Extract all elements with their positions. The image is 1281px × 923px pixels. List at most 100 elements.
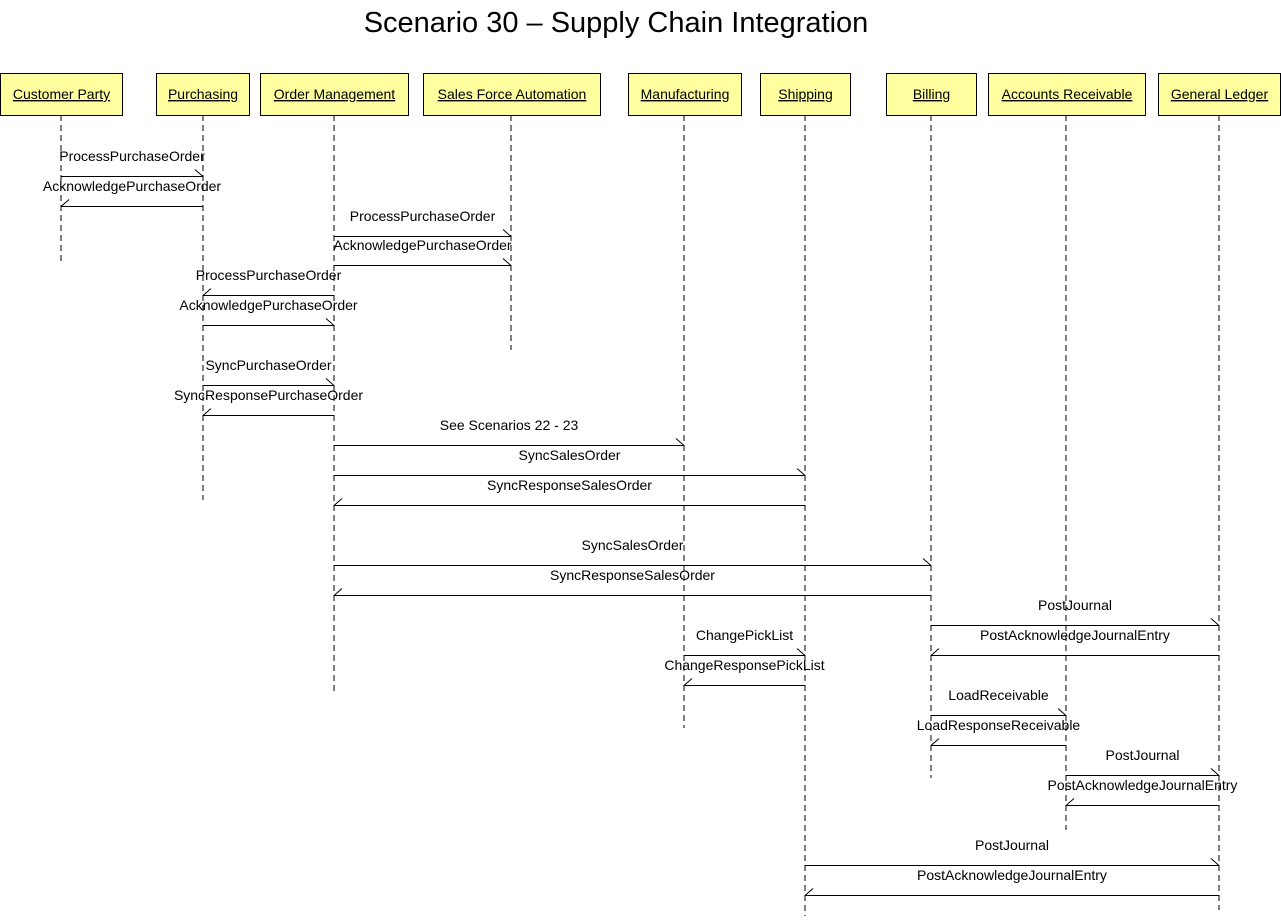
- arrowhead: [1065, 798, 1075, 806]
- message-label: See Scenarios 22 - 23: [440, 417, 579, 433]
- message-label: SyncResponseSalesOrder: [487, 477, 652, 493]
- message: PostAcknowledgeJournalEntry: [1048, 777, 1238, 806]
- message: PostAcknowledgeJournalEntry: [930, 627, 1219, 656]
- message-label: SyncResponseSalesOrder: [550, 567, 715, 583]
- arrowhead: [1210, 858, 1220, 866]
- participant-label: General Ledger: [1171, 86, 1269, 102]
- message: SyncResponseSalesOrder: [333, 567, 931, 596]
- message: ProcessPurchaseOrder: [196, 267, 342, 296]
- arrowhead: [502, 258, 512, 266]
- arrowhead: [502, 229, 512, 237]
- participant-order: Order Management: [260, 73, 409, 116]
- participant-box: [260, 73, 409, 116]
- participant-box: [760, 73, 851, 116]
- message-label: SyncResponsePurchaseOrder: [174, 387, 363, 403]
- message-label: SyncSalesOrder: [519, 447, 621, 463]
- message-label: AcknowledgePurchaseOrder: [333, 237, 512, 253]
- message-label: PostAcknowledgeJournalEntry: [980, 627, 1170, 643]
- arrowhead: [675, 438, 685, 446]
- arrowhead: [1210, 618, 1220, 626]
- arrowhead: [202, 288, 212, 296]
- message: ChangePickList: [684, 627, 806, 656]
- participant-label: Order Management: [274, 86, 396, 102]
- message: PostJournal: [1066, 747, 1220, 776]
- arrowhead: [333, 588, 343, 596]
- messages: ProcessPurchaseOrderAcknowledgePurchaseO…: [43, 148, 1238, 896]
- participant-gl: General Ledger: [1158, 73, 1281, 116]
- message-label: PostJournal: [1106, 747, 1180, 763]
- arrowhead: [683, 678, 693, 686]
- message-label: ProcessPurchaseOrder: [59, 148, 205, 164]
- message: AcknowledgePurchaseOrder: [333, 237, 512, 266]
- arrowhead: [60, 199, 70, 207]
- arrowhead: [325, 318, 335, 326]
- message-label: ProcessPurchaseOrder: [350, 208, 496, 224]
- participant-label: Manufacturing: [641, 86, 730, 102]
- message-label: PostAcknowledgeJournalEntry: [917, 867, 1107, 883]
- message: LoadResponseReceivable: [917, 717, 1080, 746]
- arrowhead: [202, 408, 212, 416]
- participant-box: [1158, 73, 1281, 116]
- message: SyncSalesOrder: [334, 447, 806, 476]
- participant-box: [156, 73, 250, 116]
- message: PostJournal: [931, 597, 1220, 626]
- message-label: PostAcknowledgeJournalEntry: [1048, 777, 1238, 793]
- participant-label: Shipping: [778, 86, 833, 102]
- lifelines: [60, 115, 1220, 916]
- participants: Customer Party Purchasing Order Management…: [0, 73, 1281, 116]
- participant-shipping: Shipping: [760, 73, 851, 116]
- arrowhead: [796, 468, 806, 476]
- participant-label: Sales Force Automation: [438, 86, 587, 102]
- message: SyncPurchaseOrder: [203, 357, 335, 386]
- message-label: ChangePickList: [696, 627, 793, 643]
- message: PostAcknowledgeJournalEntry: [804, 867, 1219, 896]
- participant-mfg: Manufacturing: [628, 73, 742, 116]
- message-label: PostJournal: [1038, 597, 1112, 613]
- message-label: ChangeResponsePickList: [664, 657, 824, 673]
- arrowhead: [333, 498, 343, 506]
- message: AcknowledgePurchaseOrder: [43, 178, 222, 207]
- message: SyncSalesOrder: [334, 537, 932, 566]
- message: See Scenarios 22 - 23: [334, 417, 685, 446]
- arrowhead: [922, 558, 932, 566]
- message: AcknowledgePurchaseOrder: [179, 297, 358, 326]
- message: LoadReceivable: [931, 687, 1067, 716]
- participant-box: [0, 73, 123, 116]
- participant-box: [423, 73, 601, 116]
- message: SyncResponsePurchaseOrder: [174, 387, 363, 416]
- message-label: LoadReceivable: [948, 687, 1049, 703]
- arrowhead: [930, 648, 940, 656]
- participant-label: Purchasing: [168, 86, 238, 102]
- participant-label: Billing: [913, 86, 950, 102]
- message: SyncResponseSalesOrder: [333, 477, 805, 506]
- arrowhead: [804, 888, 814, 896]
- participant-purchasing: Purchasing: [156, 73, 250, 116]
- arrowhead: [930, 738, 940, 746]
- message: ChangeResponsePickList: [664, 657, 825, 686]
- participant-box: [628, 73, 742, 116]
- message: ProcessPurchaseOrder: [334, 208, 512, 237]
- diagram-title: Scenario 30 – Supply Chain Integration: [364, 7, 869, 39]
- participant-label: Customer Party: [13, 86, 110, 102]
- message: PostJournal: [805, 837, 1220, 866]
- arrowhead: [1057, 708, 1067, 716]
- arrowhead: [1210, 768, 1220, 776]
- arrowhead: [325, 378, 335, 386]
- participant-box: [886, 73, 977, 116]
- participant-sfa: Sales Force Automation: [423, 73, 601, 116]
- participant-box: [988, 73, 1146, 116]
- message-label: AcknowledgePurchaseOrder: [43, 178, 222, 194]
- arrowhead: [796, 648, 806, 656]
- participant-customer: Customer Party: [0, 73, 123, 116]
- participant-billing: Billing: [886, 73, 977, 116]
- participant-ar: Accounts Receivable: [988, 73, 1146, 116]
- message-label: SyncSalesOrder: [582, 537, 684, 553]
- arrowhead: [194, 169, 204, 177]
- message-label: SyncPurchaseOrder: [205, 357, 331, 373]
- message-label: PostJournal: [975, 837, 1049, 853]
- participant-label: Accounts Receivable: [1002, 86, 1133, 102]
- message-label: ProcessPurchaseOrder: [196, 267, 342, 283]
- message-label: AcknowledgePurchaseOrder: [179, 297, 358, 313]
